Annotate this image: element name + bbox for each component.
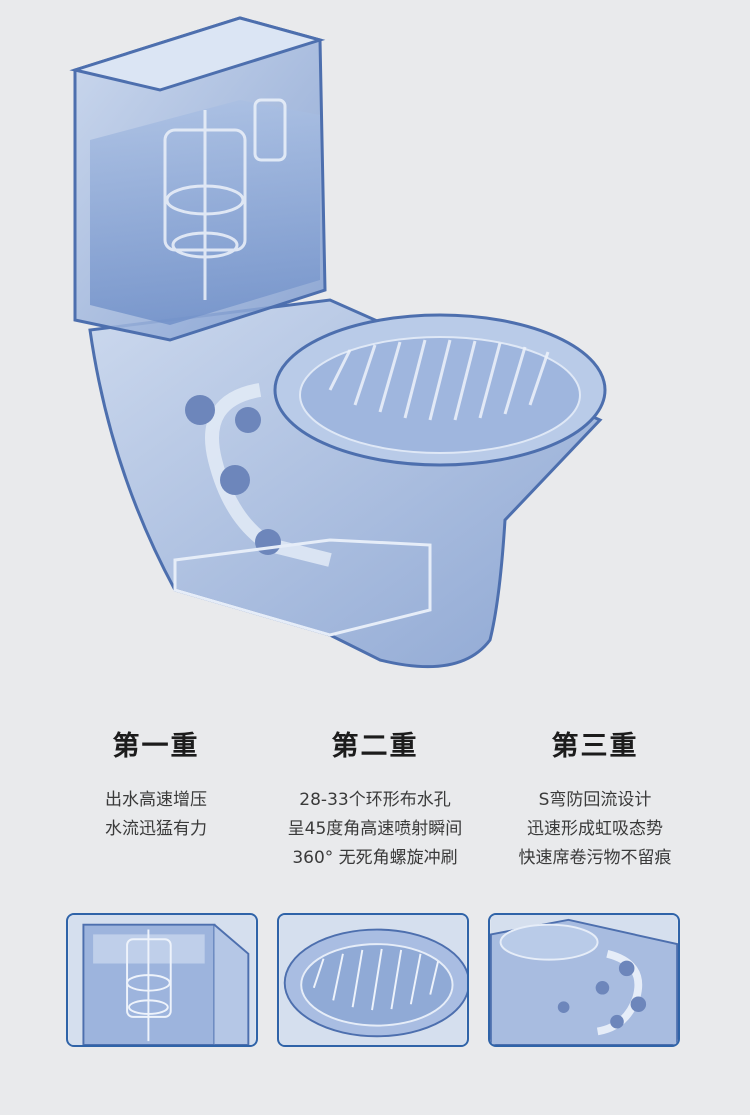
toilet-hero-image [69,16,607,669]
s-trap [205,383,332,567]
feature-line: 28-33个环形布水孔 [299,790,451,810]
thumbnail-tank [66,913,258,1047]
flush-valve [163,98,287,300]
feature-title: 第一重 [112,731,200,762]
thumbnail-siphon [488,913,680,1047]
feature-line: 出水高速增压 [105,790,207,810]
feature-column-1: 第一重 出水高速增压 水流迅猛有力 [41,730,271,844]
siphon-detail-image [490,915,678,1045]
feature-column-2: 第二重 28-33个环形布水孔 呈45度角高速喷射瞬间 360° 无死角螺旋冲刷 [260,730,490,873]
feature-line: 水流迅猛有力 [105,819,207,839]
bowl-detail-image [279,915,467,1045]
feature-title: 第二重 [331,731,419,762]
feature-line: 呈45度角高速喷射瞬间 [287,819,463,839]
thumbnail-bowl [277,913,469,1047]
feature-title: 第三重 [551,731,639,762]
feature-line: 快速席卷污物不留痕 [518,848,672,868]
feature-line: 迅速形成虹吸态势 [527,819,663,839]
feature-line: S弯防回流设计 [538,790,652,810]
tank-detail-image [68,915,256,1045]
feature-line: 360° 无死角螺旋冲刷 [292,848,458,868]
feature-column-3: 第三重 S弯防回流设计 迅速形成虹吸态势 快速席卷污物不留痕 [480,730,710,873]
